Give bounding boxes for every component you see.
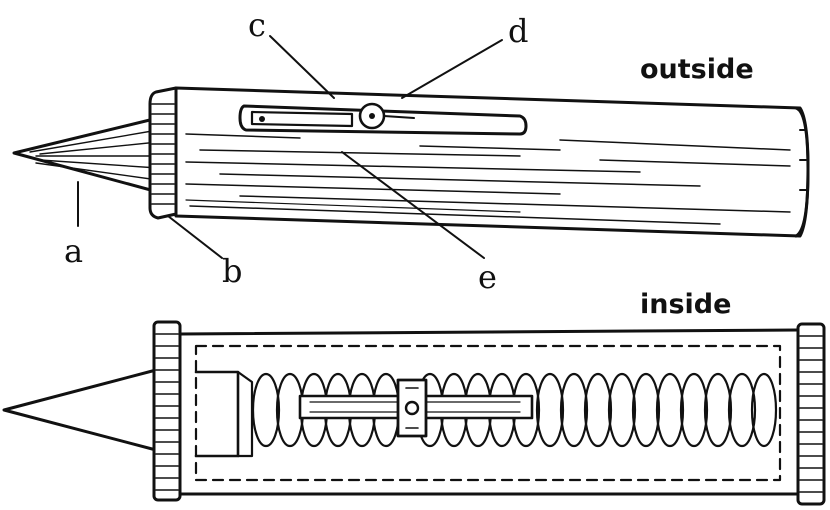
outside-leader-lines	[77, 35, 503, 259]
part-labels: a b c d e	[64, 6, 528, 296]
inside-left-collar	[152, 320, 182, 502]
inside-right-collar	[796, 322, 826, 506]
inside-tip	[2, 368, 158, 452]
inside-view	[2, 320, 826, 506]
label-e: e	[478, 258, 497, 296]
label-d: d	[508, 12, 528, 50]
label-c: c	[248, 6, 266, 44]
outside-tip	[12, 116, 160, 194]
outside-view	[12, 35, 810, 259]
outside-collar	[148, 86, 178, 220]
outside-slot-mechanism	[238, 102, 528, 136]
inside-plunger	[194, 370, 254, 458]
label-b: b	[222, 252, 242, 290]
label-a: a	[64, 232, 83, 270]
outside-heading: outside	[640, 54, 754, 85]
inside-heading: inside	[640, 289, 732, 320]
inside-barrel	[178, 328, 800, 496]
inside-slider	[298, 378, 534, 438]
